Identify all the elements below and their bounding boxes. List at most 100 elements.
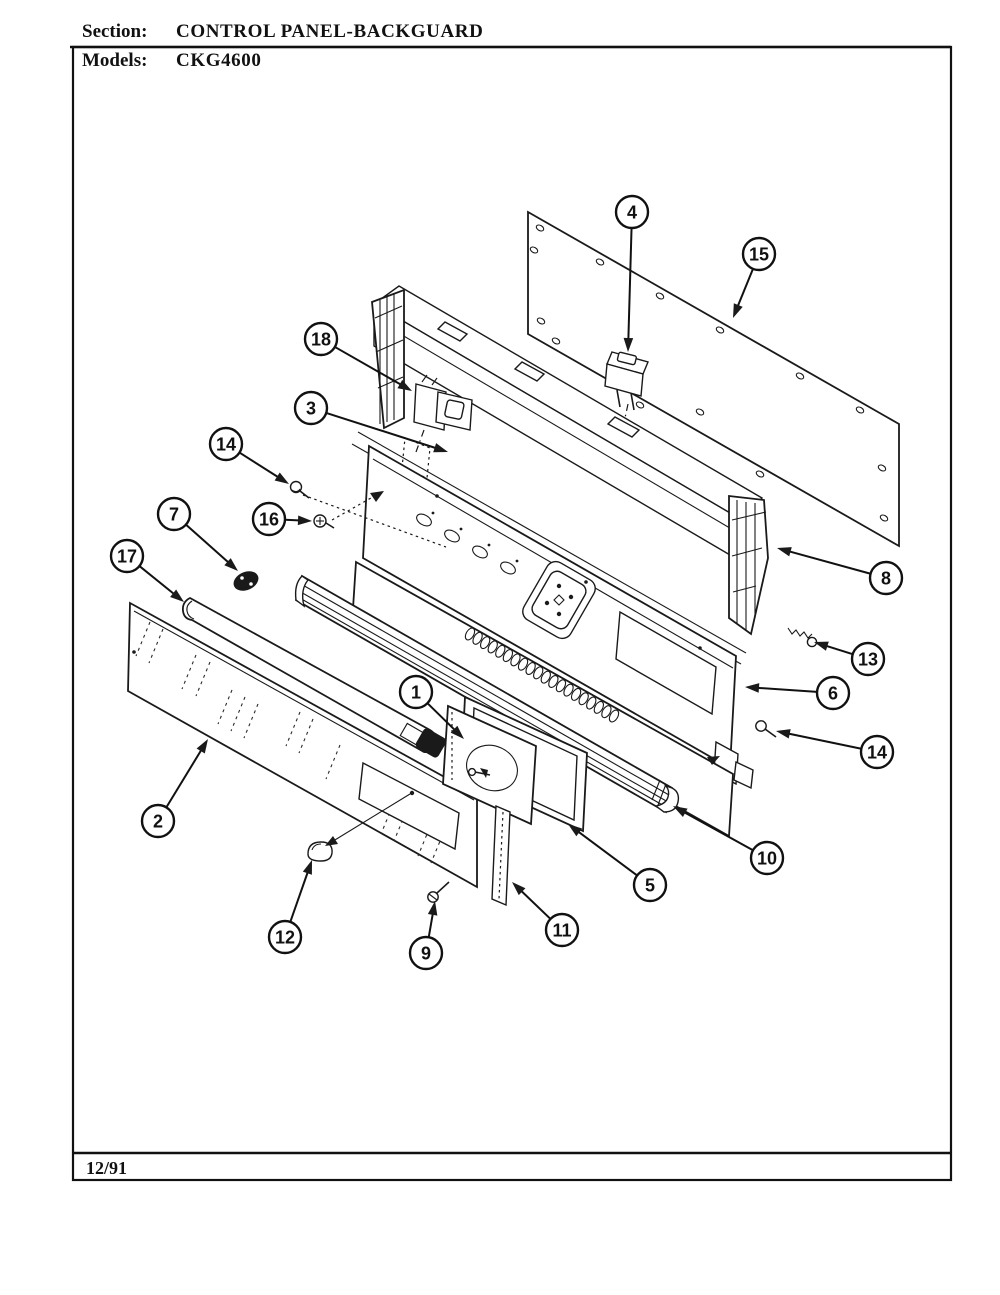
screw-guide-a (302, 494, 447, 548)
thermostat-guide-line (415, 429, 425, 453)
channel-slot (606, 416, 641, 438)
callout-2-arrowhead (196, 739, 208, 754)
callout-16-circle (251, 501, 287, 537)
callout-2-number: 2 (153, 812, 163, 832)
callout-15-arrowhead (733, 303, 743, 318)
screw-14a-part (289, 480, 310, 499)
callout-14a-leader (238, 451, 281, 479)
top-channel-part (371, 285, 769, 636)
callout-14a: 14 (208, 426, 289, 484)
callout-6-number: 6 (828, 684, 838, 704)
callout-7-number: 7 (169, 505, 179, 525)
callout-3-arrowhead (433, 443, 448, 453)
callout-10-circle (749, 840, 785, 876)
vent-slots (464, 627, 620, 723)
screw-13-part (787, 627, 818, 648)
tube-black-tip (415, 728, 447, 758)
callout-17-number: 17 (117, 547, 137, 567)
callout-8-leader (787, 549, 871, 575)
glass-panel-part (127, 601, 478, 889)
rear-panel-part (527, 210, 900, 548)
section-value: CONTROL PANEL-BACKGUARD (176, 21, 483, 42)
callout-12-circle (267, 919, 303, 955)
knob-holes (416, 511, 519, 575)
callout-18-number: 18 (311, 330, 331, 350)
callout-3-circle (293, 390, 329, 426)
callout-11-leader (519, 888, 552, 920)
thermostat-tab (431, 377, 438, 386)
callout-18-circle (303, 321, 339, 357)
callout-17-leader (138, 565, 177, 596)
callout-14b-arrowhead (776, 729, 791, 739)
trim-left-cap (294, 575, 310, 608)
callout-17-arrowhead (170, 589, 184, 602)
channel-right-endcap (728, 494, 769, 636)
callout-12-arrowhead (302, 860, 312, 875)
callout-9-number: 9 (421, 944, 431, 964)
callout-3: 3 (293, 390, 448, 453)
callout-14b-circle (859, 734, 895, 770)
clip-arrowhead (325, 836, 338, 846)
switch-body (604, 363, 644, 397)
dial-pointer-head (480, 768, 488, 778)
switch-guide-line (624, 403, 629, 419)
callout-6: 6 (745, 675, 851, 711)
channel-slot (436, 321, 469, 342)
channel-left-endcap (371, 288, 405, 430)
section-label: Section: (82, 21, 147, 42)
callout-12: 12 (267, 860, 312, 955)
glass-decal-area (358, 761, 460, 851)
callout-8-arrowhead (777, 547, 792, 557)
models-label: Models: (82, 50, 147, 71)
callout-2-leader (165, 747, 204, 808)
trim-right-cap (651, 779, 680, 813)
rear-panel-holes (529, 224, 889, 522)
page-header: Section: CONTROL PANEL-BACKGUARD Models:… (82, 21, 483, 71)
glass-shine-marks (135, 621, 446, 864)
screw-14b-part (755, 720, 777, 738)
callout-14b-number: 14 (867, 743, 887, 763)
guide-arrowhead (370, 491, 384, 502)
callout-13-number: 13 (858, 650, 878, 670)
revision-date: 12/91 (86, 1158, 127, 1178)
callout-17-circle (109, 538, 145, 574)
callout-10: 10 (673, 806, 785, 876)
assembly-guide-lines (302, 491, 720, 846)
callout-5-number: 5 (645, 876, 655, 896)
callout-1: 1 (398, 674, 464, 739)
callout-12-leader (289, 870, 310, 923)
strip-center-dots (498, 811, 504, 900)
handle-tube-part (181, 596, 447, 758)
left-endcap-hatch (374, 294, 404, 424)
callout-7-leader (185, 523, 231, 565)
callout-15-circle (741, 236, 777, 272)
callout-8-circle (868, 560, 904, 596)
callout-10-arrowhead (673, 806, 688, 817)
callout-18-leader (334, 346, 403, 387)
callout-17: 17 (109, 538, 184, 602)
callout-14b: 14 (776, 729, 895, 770)
callout-10-number: 10 (757, 849, 777, 869)
switch-part (604, 351, 649, 419)
border-box (71, 45, 953, 1182)
channel-detail-line (379, 321, 741, 535)
callout-7-arrowhead (224, 558, 238, 571)
callout-14a-arrowhead (274, 472, 289, 484)
grommet-part (233, 571, 259, 591)
callout-8: 8 (777, 547, 904, 596)
screw-9-part (427, 881, 450, 903)
callout-3-leader (325, 411, 438, 450)
callout-4-circle (614, 194, 650, 230)
callout-9-arrowhead (427, 901, 438, 916)
rear-panel-face (527, 210, 900, 548)
screw-16-part (313, 514, 335, 529)
callout-1-leader (426, 702, 457, 733)
switch-pin (630, 392, 635, 411)
decal-locator-dot (409, 790, 415, 796)
callout-16: 16 (251, 501, 312, 537)
callout-7-circle (156, 496, 192, 532)
filler-strip-part (491, 804, 511, 907)
callout-8-number: 8 (881, 569, 891, 589)
callout-2: 2 (140, 739, 208, 839)
